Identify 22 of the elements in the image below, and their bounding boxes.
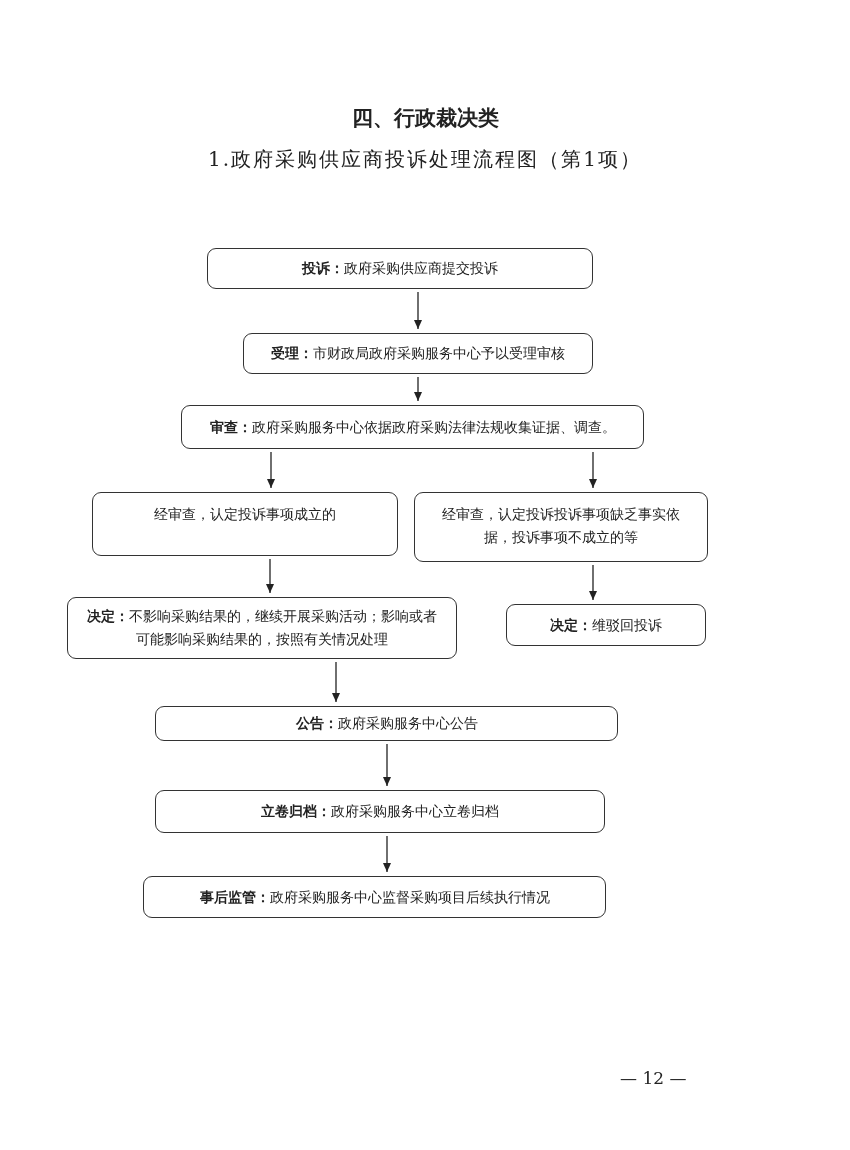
arrow: [414, 376, 422, 402]
process-box: 经审查，认定投诉事项成立的: [92, 492, 398, 556]
page-number: — 12 —: [620, 1068, 687, 1088]
arrow: [589, 564, 597, 601]
process-box: 立卷归档：政府采购服务中心立卷归档: [155, 790, 605, 833]
process-box: 审查：政府采购服务中心依据政府采购法律法规收集证据、调查。: [181, 405, 644, 449]
subtitle: 1.政府采购供应商投诉处理流程图（第1项）: [207, 146, 643, 173]
arrow: [266, 558, 274, 594]
arrow: [383, 835, 391, 873]
arrow: [589, 451, 597, 489]
arrow: [414, 291, 422, 330]
arrow: [383, 743, 391, 787]
process-box: 决定：维驳回投诉: [506, 604, 706, 646]
process-box: 公告：政府采购服务中心公告: [155, 706, 618, 741]
process-box: 经审查，认定投诉投诉事项缺乏事实依据，投诉事项不成立的等: [414, 492, 708, 562]
process-box: 投诉：政府采购供应商提交投诉: [207, 248, 593, 289]
process-box: 事后监管：政府采购服务中心监督采购项目后续执行情况: [143, 876, 606, 918]
title: 四、行政裁决类: [350, 104, 500, 132]
process-box: 受理：市财政局政府采购服务中心予以受理审核: [243, 333, 593, 374]
arrow: [267, 451, 275, 489]
arrow: [332, 661, 340, 703]
process-box: 决定：不影响采购结果的，继续开展采购活动；影响或者可能影响采购结果的，按照有关情况处理: [67, 597, 457, 659]
